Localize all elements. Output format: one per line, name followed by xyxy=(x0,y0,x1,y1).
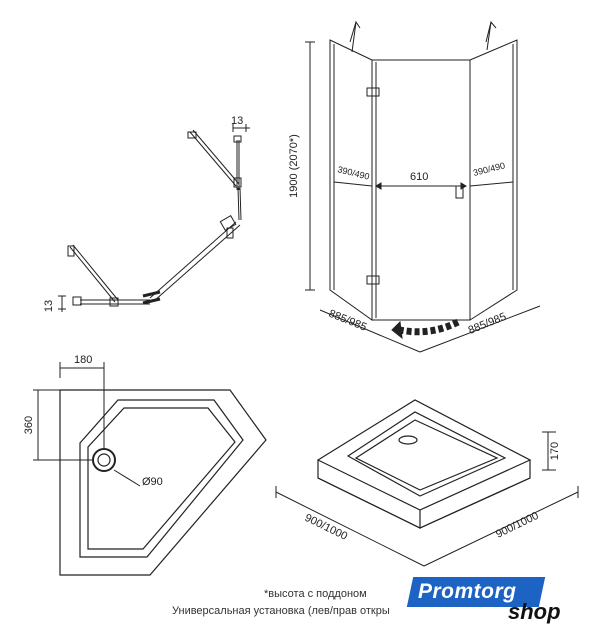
plan-dim-left: 13 xyxy=(43,300,55,312)
tray-3d-view xyxy=(275,399,579,567)
front-view xyxy=(305,20,541,353)
tray-drain-y-label: 360 xyxy=(23,416,35,434)
logo-brand-text: Promtorg xyxy=(418,580,517,603)
tray-height-label: 170 xyxy=(549,442,561,460)
brand-logo: Promtorg shop xyxy=(406,577,590,629)
tray-drain-x-label: 180 xyxy=(74,354,92,366)
front-base-left-label: 885/985 xyxy=(327,308,368,334)
tray-drain-diameter-label: Ø90 xyxy=(142,476,163,488)
plan-view xyxy=(58,124,250,312)
install-note: Универсальная установка (лев/прав откры xyxy=(172,605,390,617)
height-note: *высота с поддоном xyxy=(264,588,367,600)
front-side-left-label: 390/490 xyxy=(337,164,371,182)
front-height-label: 1900 (2070*) xyxy=(288,134,300,198)
plan-dim-top: 13 xyxy=(231,115,243,127)
tray-top-view xyxy=(33,362,267,576)
front-side-right-label: 390/490 xyxy=(472,160,506,178)
front-door-width-label: 610 xyxy=(410,171,428,183)
logo-suffix-text: shop xyxy=(508,599,561,624)
front-base-right-label: 885/985 xyxy=(467,311,508,337)
tray-side-right-label: 900/1000 xyxy=(494,510,541,541)
